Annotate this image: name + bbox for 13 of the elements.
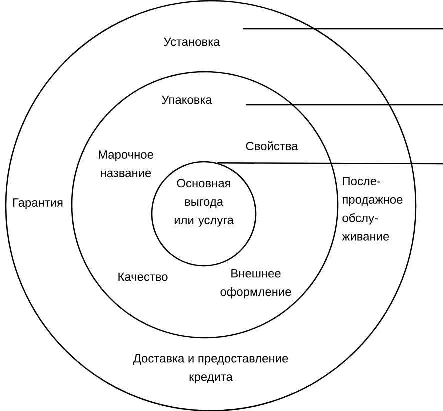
ring-label: Упаковка	[162, 96, 212, 104]
center-label: Основная выгода или услуга	[174, 179, 234, 227]
ring-label: Доставка и предоставление кредита	[133, 354, 288, 384]
leader-line	[246, 104, 443, 106]
ring-label: Марочное название	[99, 150, 154, 178]
ring-label: Внешнее оформление	[220, 269, 292, 299]
ring-label: Установка	[164, 38, 220, 46]
ring-label: После- продажное обслу- живание	[342, 177, 403, 241]
leader-line	[218, 162, 443, 165]
leader-line	[243, 28, 443, 30]
ring-label: Гарантия	[14, 198, 63, 210]
ring-label: Свойства	[246, 142, 298, 150]
ring-label: Качество	[118, 272, 168, 282]
